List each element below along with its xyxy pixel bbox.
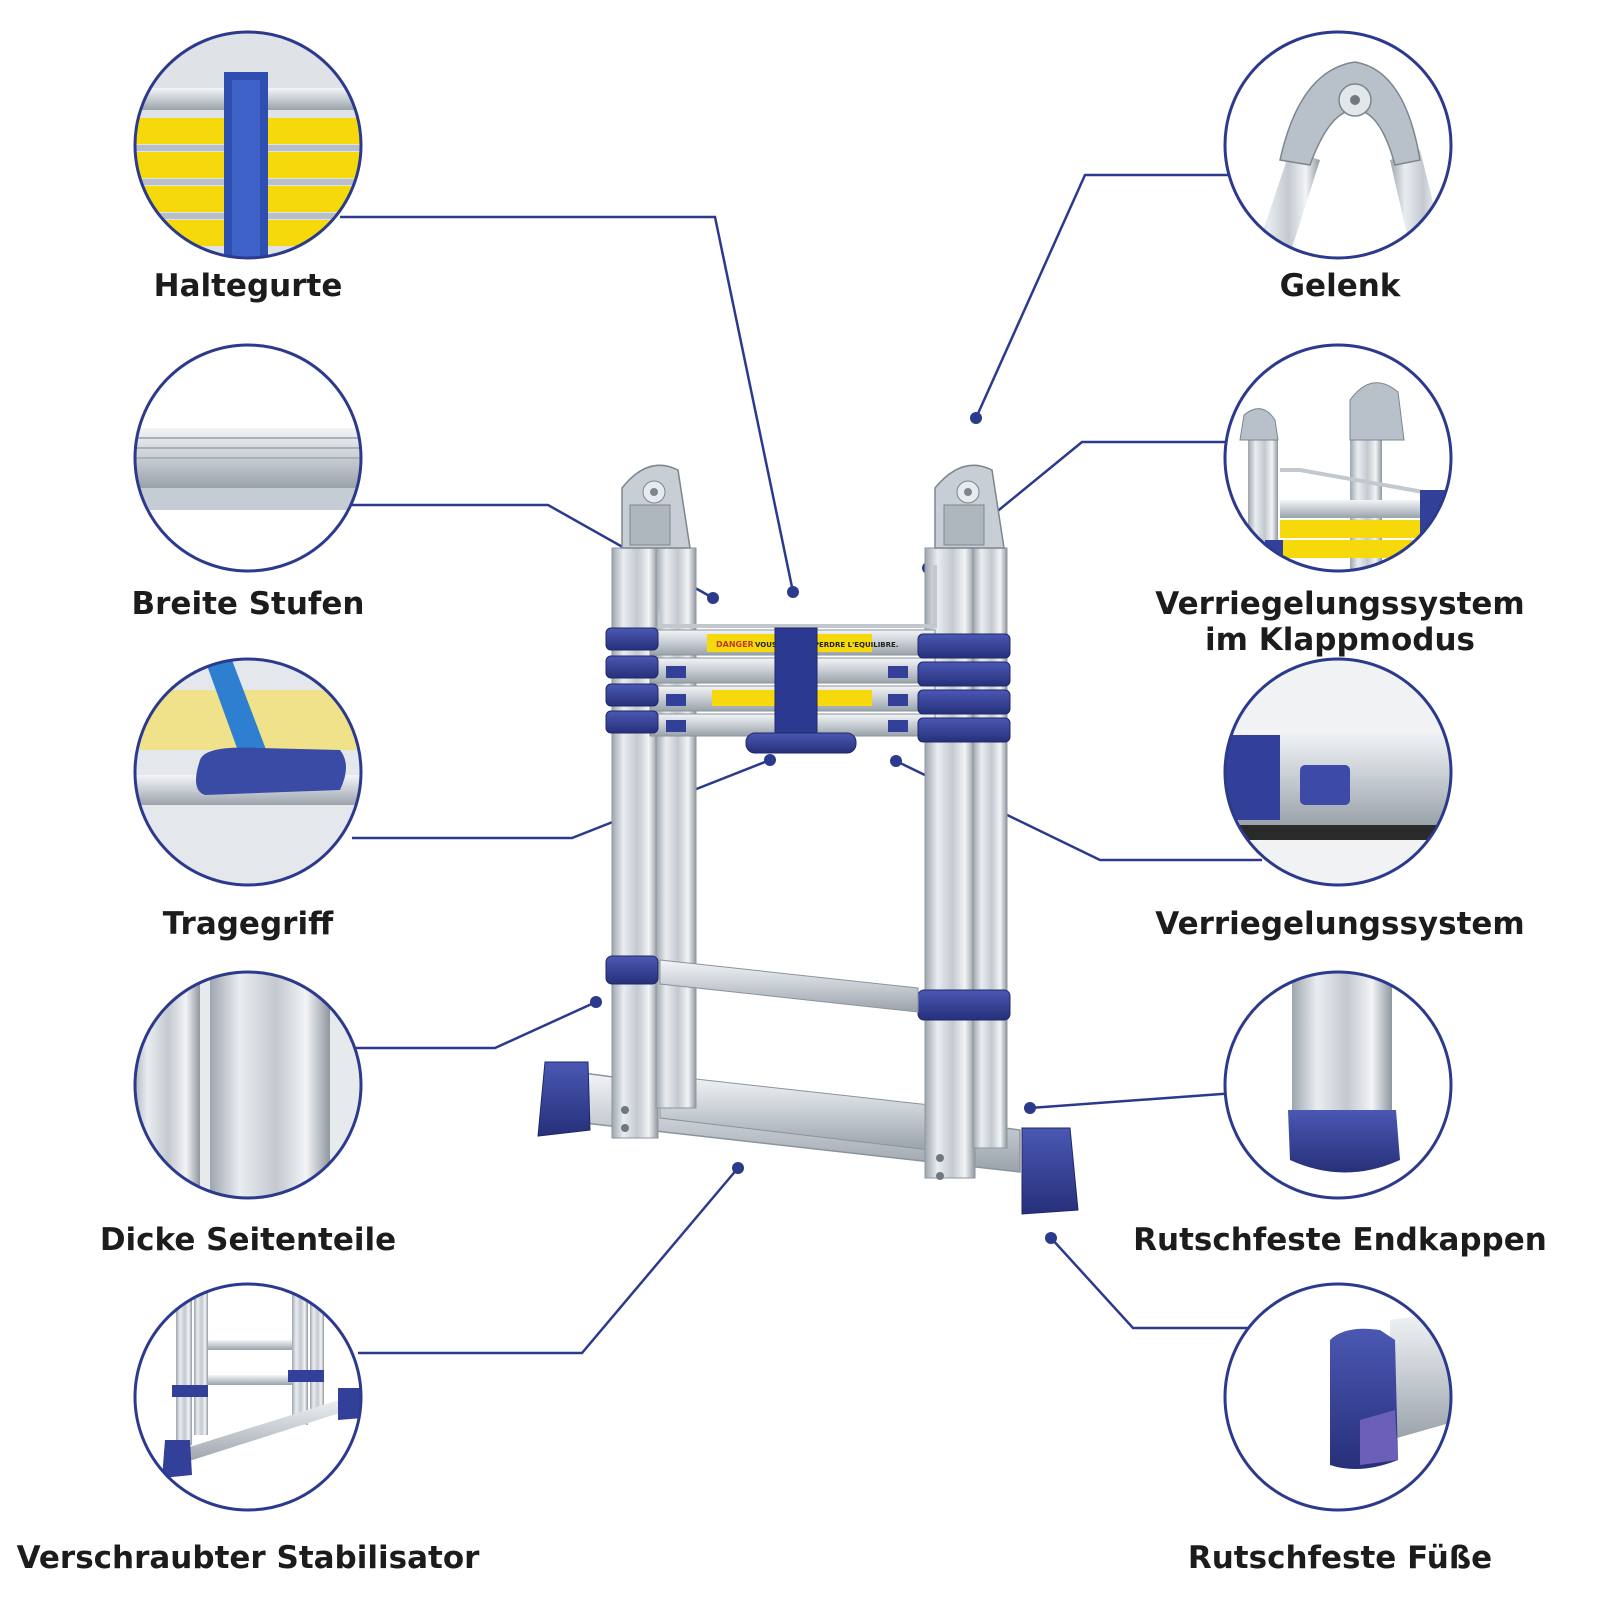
detail-circle-hinge xyxy=(1223,30,1453,260)
label-rutschfeste-endkappen: Rutschfeste Endkappen xyxy=(1133,1222,1547,1258)
detail-circle-lock xyxy=(1223,657,1453,887)
side-rail-icon xyxy=(133,970,363,1200)
label-verriegelungssystem: Verriegelungssystem xyxy=(1155,906,1525,942)
detail-circle-stabilizer xyxy=(133,1282,363,1512)
end-cap-icon xyxy=(1223,970,1453,1200)
label-verschraubter-stabilisator: Verschraubter Stabilisator xyxy=(16,1540,480,1576)
handle-icon xyxy=(133,657,363,887)
step-icon xyxy=(133,343,363,573)
hinge-right xyxy=(934,464,1005,549)
label-rutschfeste-fuesse: Rutschfeste Füße xyxy=(1187,1540,1493,1576)
stabilizer-icon xyxy=(133,1282,363,1512)
detail-circle-fold-lock xyxy=(1223,343,1453,573)
warning-label-danger: DANGER xyxy=(716,640,754,649)
hinge-icon xyxy=(1223,30,1453,260)
label-breite-stufen: Breite Stufen xyxy=(131,586,365,622)
fold-lock-icon xyxy=(1223,343,1453,573)
detail-circle-step xyxy=(133,343,363,573)
detail-circle-foot xyxy=(1223,1282,1453,1512)
rail-collars xyxy=(605,627,1011,1021)
lock-icon xyxy=(1223,657,1453,887)
detail-circle-handle xyxy=(133,657,363,887)
label-verriegelung-klappmodus-line2: im Klappmodus xyxy=(1205,622,1475,658)
detail-circle-end-cap xyxy=(1223,970,1453,1200)
label-haltegurte: Haltegurte xyxy=(153,268,343,304)
label-dicke-seitenteile: Dicke Seitenteile xyxy=(99,1222,397,1258)
label-verriegelung-klappmodus-line1: Verriegelungssystem xyxy=(1155,586,1525,622)
strap-icon xyxy=(133,30,363,260)
detail-circle-strap xyxy=(133,30,363,260)
warning-label-text: VOUS POUVEZ PERDRE L'EQUILIBRE. xyxy=(755,641,898,649)
label-tragegriff: Tragegriff xyxy=(162,906,334,942)
ladder-feet xyxy=(537,1061,1079,1215)
label-gelenk: Gelenk xyxy=(1279,268,1401,304)
ladder-illustration: DANGER VOUS POUVEZ PERDRE L'EQUILIBRE. xyxy=(537,464,1079,1215)
foot-icon xyxy=(1223,1282,1453,1512)
hinge-left xyxy=(621,464,691,549)
leader-lines xyxy=(340,173,1277,1355)
detail-circle-side-rail xyxy=(133,970,363,1200)
